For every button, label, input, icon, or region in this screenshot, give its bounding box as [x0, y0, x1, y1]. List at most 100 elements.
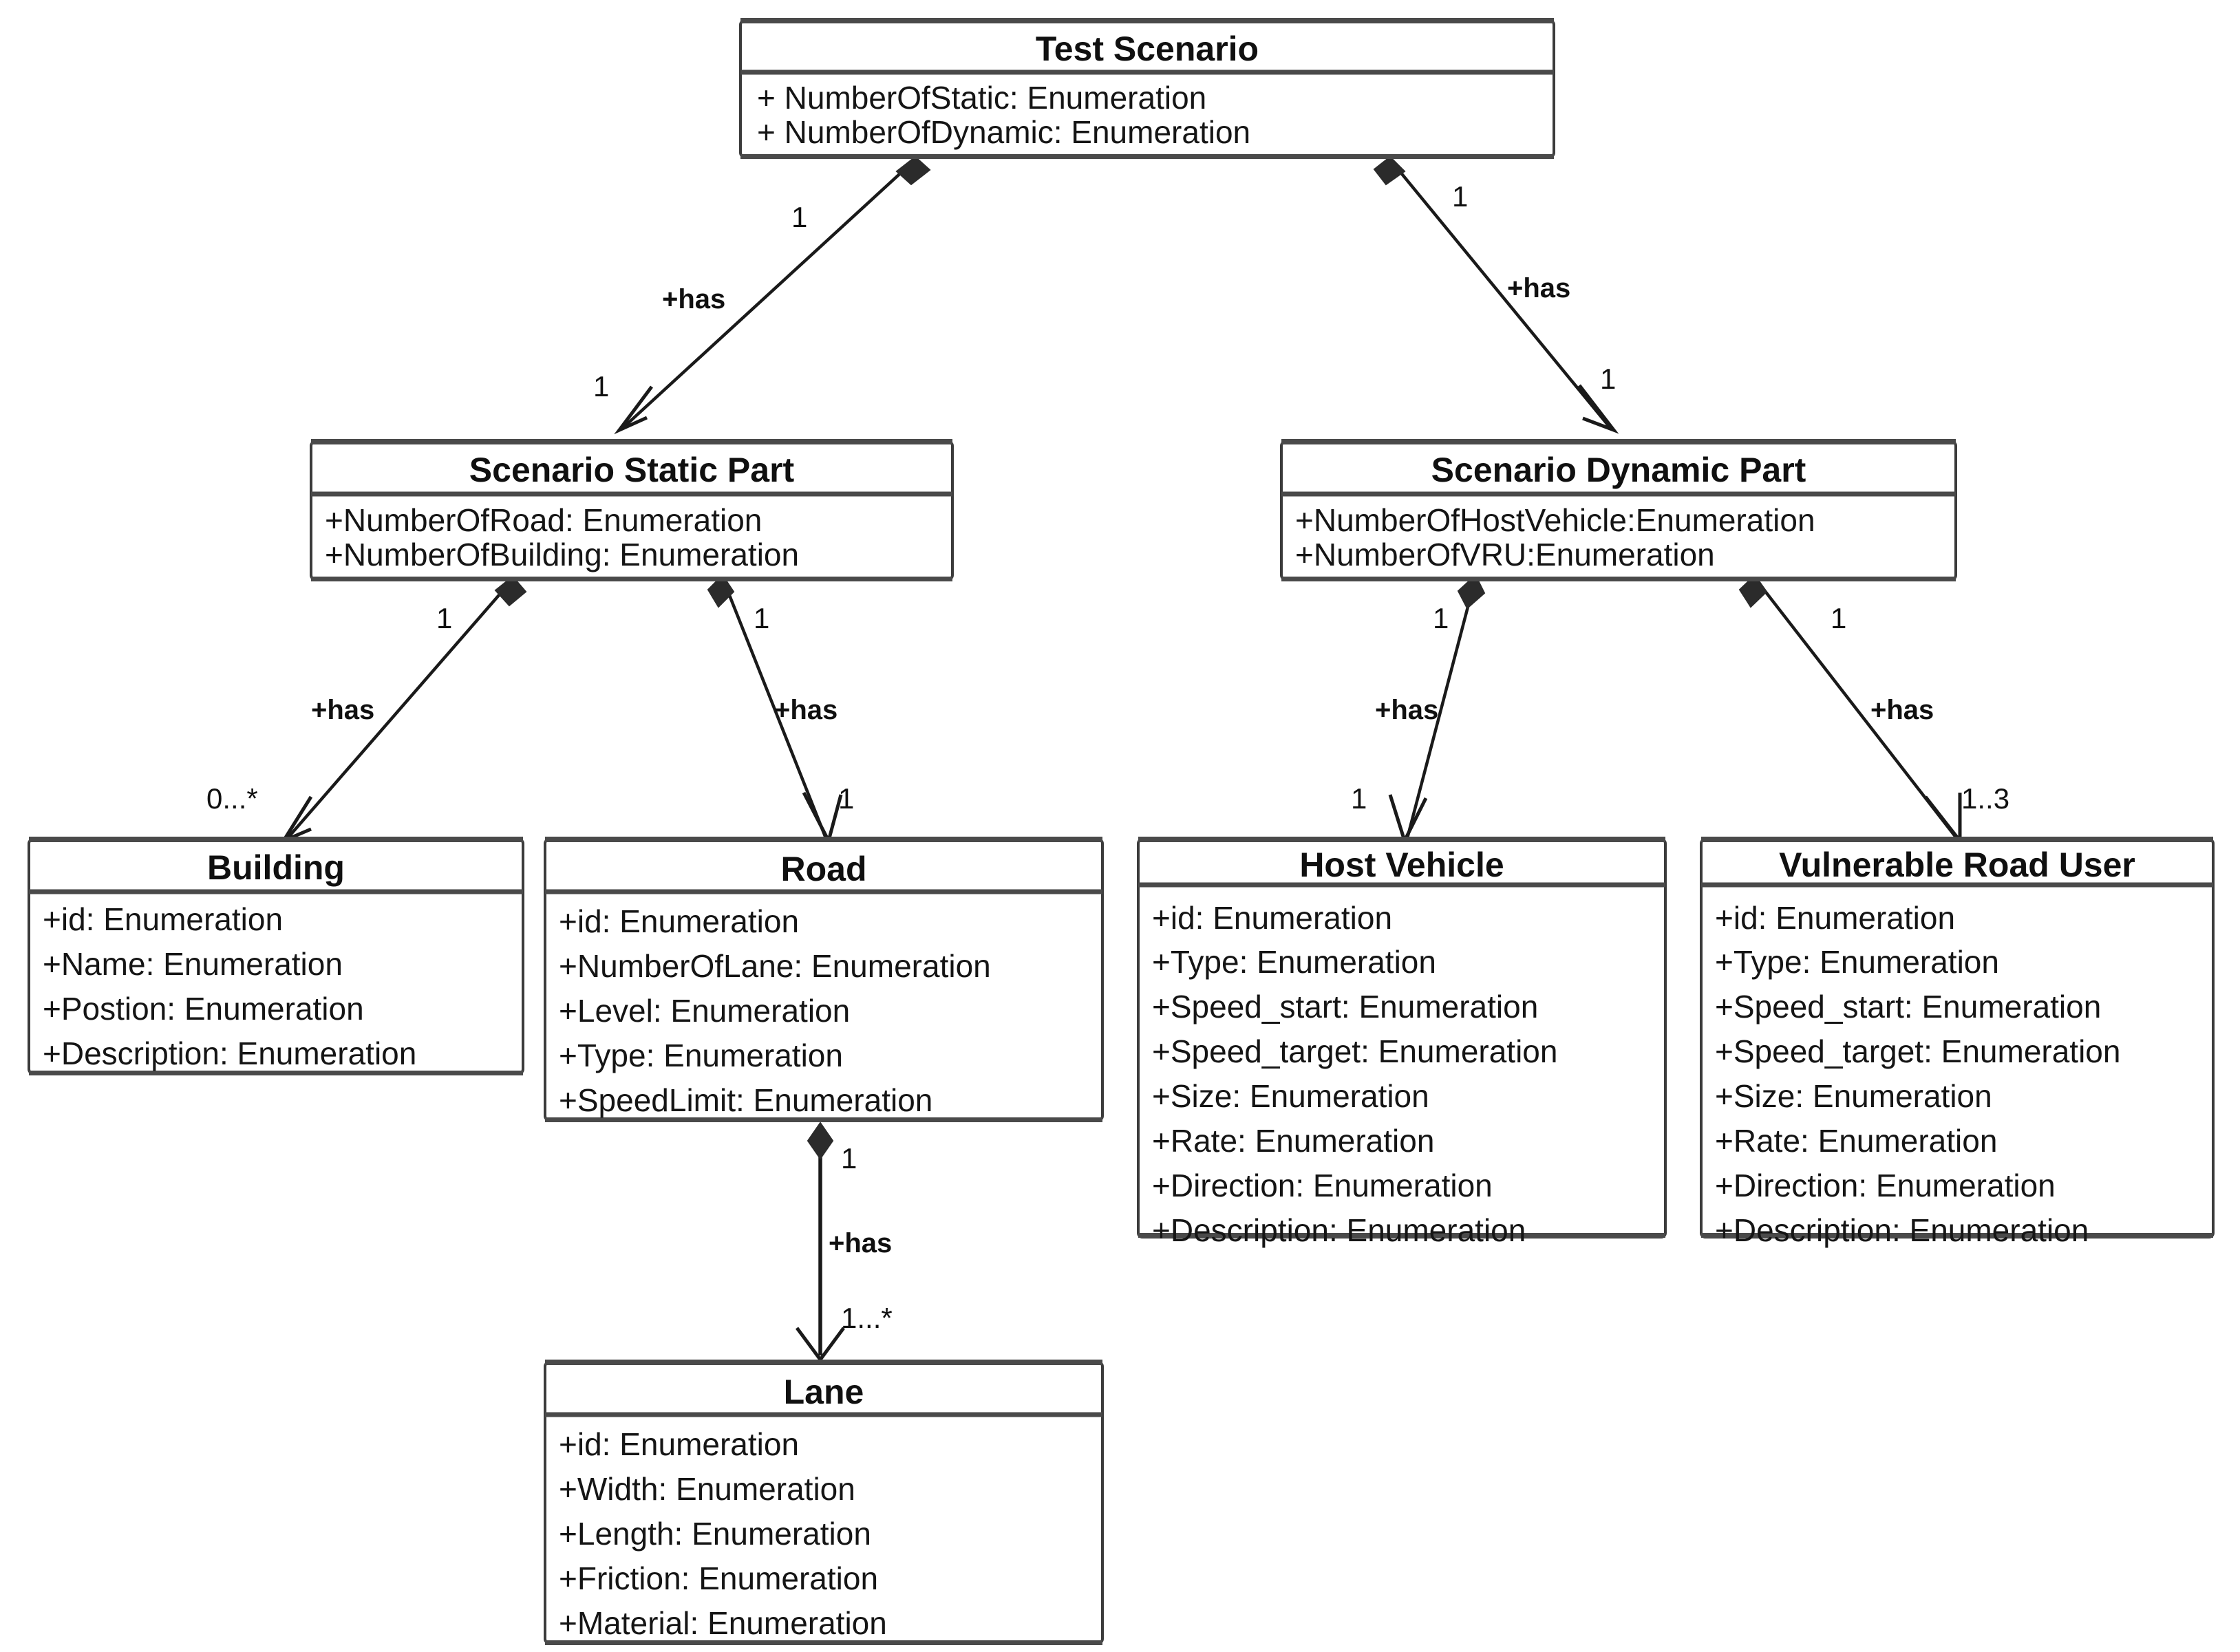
relation-line	[1389, 158, 1612, 429]
relation-target-multiplicity: 1	[1351, 782, 1367, 815]
class-attribute: +Speed_target: Enumeration	[1715, 1033, 2120, 1069]
class-name: Vulnerable Road User	[1779, 846, 2135, 884]
class-box-bottom-bar	[1701, 1233, 2213, 1238]
relation-target-multiplicity: 1...*	[841, 1302, 893, 1334]
class-box-top-bar	[311, 439, 952, 444]
class-attribute: +Material: Enumeration	[559, 1605, 887, 1641]
class-box-host-vehicle[interactable]: Host Vehicle +id: Enumeration +Type: Enu…	[1137, 837, 1667, 1248]
relation-target-multiplicity: 0...*	[206, 782, 258, 815]
class-attribute: +id: Enumeration	[559, 903, 799, 939]
class-attribute: +Level: Enumeration	[559, 993, 850, 1029]
relation-test-scenario-to-scenario-static-part[interactable]: 1 +has 1	[593, 155, 931, 435]
class-attribute: +Type: Enumeration	[1152, 944, 1436, 980]
class-attribute: +Direction: Enumeration	[1152, 1168, 1493, 1203]
relation-scenario-dynamic-part-to-host-vehicle[interactable]: 1 +has 1	[1351, 574, 1486, 846]
class-attribute: +Speed_target: Enumeration	[1152, 1033, 1557, 1069]
relation-role-label: +has	[1507, 273, 1570, 303]
composition-diamond-icon	[807, 1122, 834, 1160]
class-box-top-bar	[545, 837, 1102, 842]
class-attribute: +Width: Enumeration	[559, 1471, 855, 1507]
class-attribute: +Type: Enumeration	[1715, 944, 1999, 980]
class-attribute: +NumberOfRoad: Enumeration	[325, 502, 762, 538]
composition-diamond-icon	[1457, 574, 1486, 610]
class-attribute: +id: Enumeration	[559, 1426, 799, 1462]
relation-role-label: +has	[774, 695, 838, 725]
arrowhead-icon	[279, 795, 313, 845]
relation-scenario-static-part-to-building[interactable]: 1 +has 0...*	[206, 575, 527, 845]
class-name: Host Vehicle	[1299, 846, 1504, 884]
relation-target-multiplicity: 1	[1600, 363, 1616, 395]
relation-source-multiplicity: 1	[1433, 602, 1449, 634]
composition-diamond-icon	[707, 574, 735, 608]
class-box-top-bar	[740, 18, 1554, 23]
class-name: Lane	[784, 1373, 864, 1411]
class-attribute: +Speed_start: Enumeration	[1152, 989, 1538, 1025]
class-attribute: +Direction: Enumeration	[1715, 1168, 2056, 1203]
class-attribute: +Friction: Enumeration	[559, 1560, 878, 1596]
class-box-top-bar	[1138, 837, 1665, 842]
relation-test-scenario-to-scenario-dynamic-part[interactable]: 1 +has 1	[1373, 155, 1619, 434]
class-box-building[interactable]: Building +id: Enumeration +Name: Enumera…	[28, 837, 524, 1075]
class-attribute: +Rate: Enumeration	[1152, 1123, 1434, 1159]
relation-road-to-lane[interactable]: 1 +has 1...*	[795, 1122, 893, 1363]
class-attribute: +Description: Enumeration	[1715, 1212, 2089, 1248]
class-attribute: +NumberOfHostVehicle:Enumeration	[1295, 502, 1815, 538]
arrowhead-icon	[614, 385, 654, 435]
class-attribute: +NumberOfVRU:Enumeration	[1295, 537, 1715, 572]
class-attribute: +Rate: Enumeration	[1715, 1123, 1997, 1159]
class-name: Building	[207, 848, 345, 887]
relation-target-multiplicity: 1	[593, 370, 609, 403]
class-box-top-bar	[1281, 439, 1956, 444]
relation-role-label: +has	[1870, 695, 1934, 725]
arrowhead-icon	[1924, 793, 1962, 846]
relation-source-multiplicity: 1	[1831, 602, 1846, 634]
relation-target-multiplicity: 1	[838, 782, 854, 815]
class-attribute: +Length: Enumeration	[559, 1516, 871, 1552]
class-attribute: +Type: Enumeration	[559, 1038, 843, 1073]
class-box-scenario-dynamic-part[interactable]: Scenario Dynamic Part +NumberOfHostVehic…	[1280, 439, 1957, 581]
class-box-top-bar	[29, 837, 523, 842]
relation-scenario-static-part-to-road[interactable]: 1 +has 1	[707, 574, 854, 846]
class-attribute: +id: Enumeration	[43, 901, 283, 937]
class-attribute: +Size: Enumeration	[1715, 1078, 1992, 1114]
class-box-bottom-bar	[1281, 577, 1956, 581]
class-box-scenario-static-part[interactable]: Scenario Static Part +NumberOfRoad: Enum…	[310, 439, 954, 581]
class-box-top-bar	[545, 1360, 1102, 1365]
class-box-bottom-bar	[29, 1071, 523, 1075]
class-box-vulnerable-road-user[interactable]: Vulnerable Road User +id: Enumeration +T…	[1700, 837, 2215, 1248]
relation-scenario-dynamic-part-to-vulnerable-road-user[interactable]: 1 +has 1..3	[1738, 574, 2009, 846]
class-attribute: +Description: Enumeration	[1152, 1212, 1526, 1248]
class-box-bottom-bar	[545, 1640, 1102, 1645]
relation-role-label: +has	[829, 1228, 892, 1258]
class-attribute: +Speed_start: Enumeration	[1715, 989, 2101, 1025]
class-box-lane[interactable]: Lane +id: Enumeration +Width: Enumeratio…	[544, 1360, 1104, 1645]
class-attribute: +NumberOfLane: Enumeration	[559, 948, 991, 984]
class-attribute: +SpeedLimit: Enumeration	[559, 1082, 932, 1118]
relation-source-multiplicity: 1	[436, 602, 452, 634]
arrowhead-icon	[1388, 794, 1428, 846]
class-attribute: +id: Enumeration	[1152, 900, 1392, 936]
relation-line	[621, 158, 917, 429]
class-name: Scenario Dynamic Part	[1431, 451, 1806, 489]
class-attribute: +Description: Enumeration	[43, 1036, 416, 1071]
relation-line	[721, 577, 828, 839]
composition-diamond-icon	[1373, 155, 1406, 186]
class-box-test-scenario[interactable]: Test Scenario + NumberOfStatic: Enumerat…	[739, 18, 1555, 159]
relation-source-multiplicity: 1	[754, 602, 769, 634]
relation-source-multiplicity: 1	[791, 201, 807, 233]
class-box-road[interactable]: Road +id: Enumeration +NumberOfLane: Enu…	[544, 837, 1104, 1122]
class-attribute: +id: Enumeration	[1715, 900, 1955, 936]
class-attribute: +Size: Enumeration	[1152, 1078, 1429, 1114]
arrowhead-icon	[1578, 384, 1619, 434]
class-attribute: +Postion: Enumeration	[43, 991, 364, 1027]
relation-line	[286, 578, 514, 839]
class-attribute: +Name: Enumeration	[43, 946, 343, 982]
class-name: Road	[781, 850, 867, 888]
relation-role-label: +has	[1375, 695, 1438, 725]
relation-source-multiplicity: 1	[1452, 180, 1468, 213]
class-box-bottom-bar	[740, 154, 1554, 159]
class-box-bottom-bar	[1138, 1233, 1665, 1238]
class-attribute: +NumberOfBuilding: Enumeration	[325, 537, 799, 572]
